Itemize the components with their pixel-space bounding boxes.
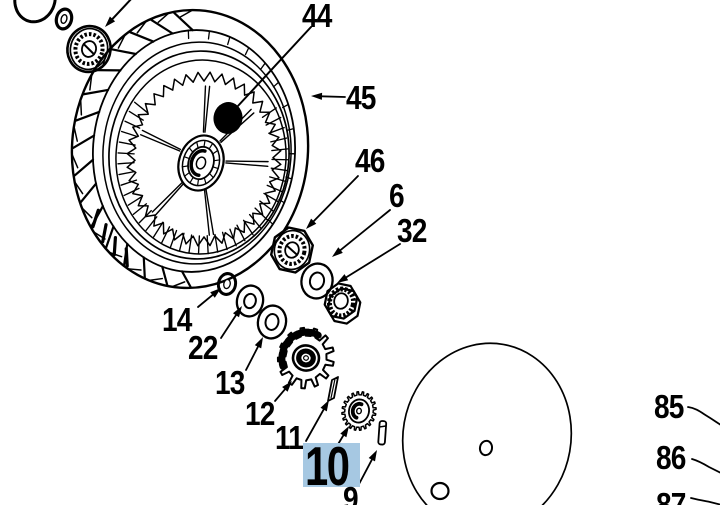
axle-hardware-drawing — [216, 226, 388, 446]
cutoff-parts-top-left — [13, 0, 132, 74]
callout-85[interactable]: 85 — [654, 388, 684, 425]
callout-leader-lines — [197, 26, 720, 505]
callout-44[interactable]: 44 — [302, 0, 332, 34]
callout-87[interactable]: 87 — [656, 486, 686, 505]
callout-11[interactable]: 11 — [275, 419, 304, 456]
callout-9[interactable]: 9 — [343, 480, 359, 505]
callout-6[interactable]: 6 — [389, 177, 405, 214]
callout-32[interactable]: 32 — [397, 212, 427, 249]
wheel-assembly-drawing — [70, 8, 310, 290]
callout-86[interactable]: 86 — [656, 439, 686, 476]
callout-22[interactable]: 22 — [188, 329, 218, 366]
dust-cover-disc-drawing — [401, 342, 573, 505]
callout-12[interactable]: 12 — [245, 395, 275, 432]
callout-13[interactable]: 13 — [215, 364, 245, 401]
callout-10-highlight[interactable]: 10 — [303, 439, 360, 494]
callout-10[interactable]: 10 — [305, 435, 350, 497]
callout-45[interactable]: 45 — [346, 79, 376, 116]
callout-46[interactable]: 46 — [355, 142, 385, 179]
callout-14[interactable]: 14 — [162, 301, 192, 338]
